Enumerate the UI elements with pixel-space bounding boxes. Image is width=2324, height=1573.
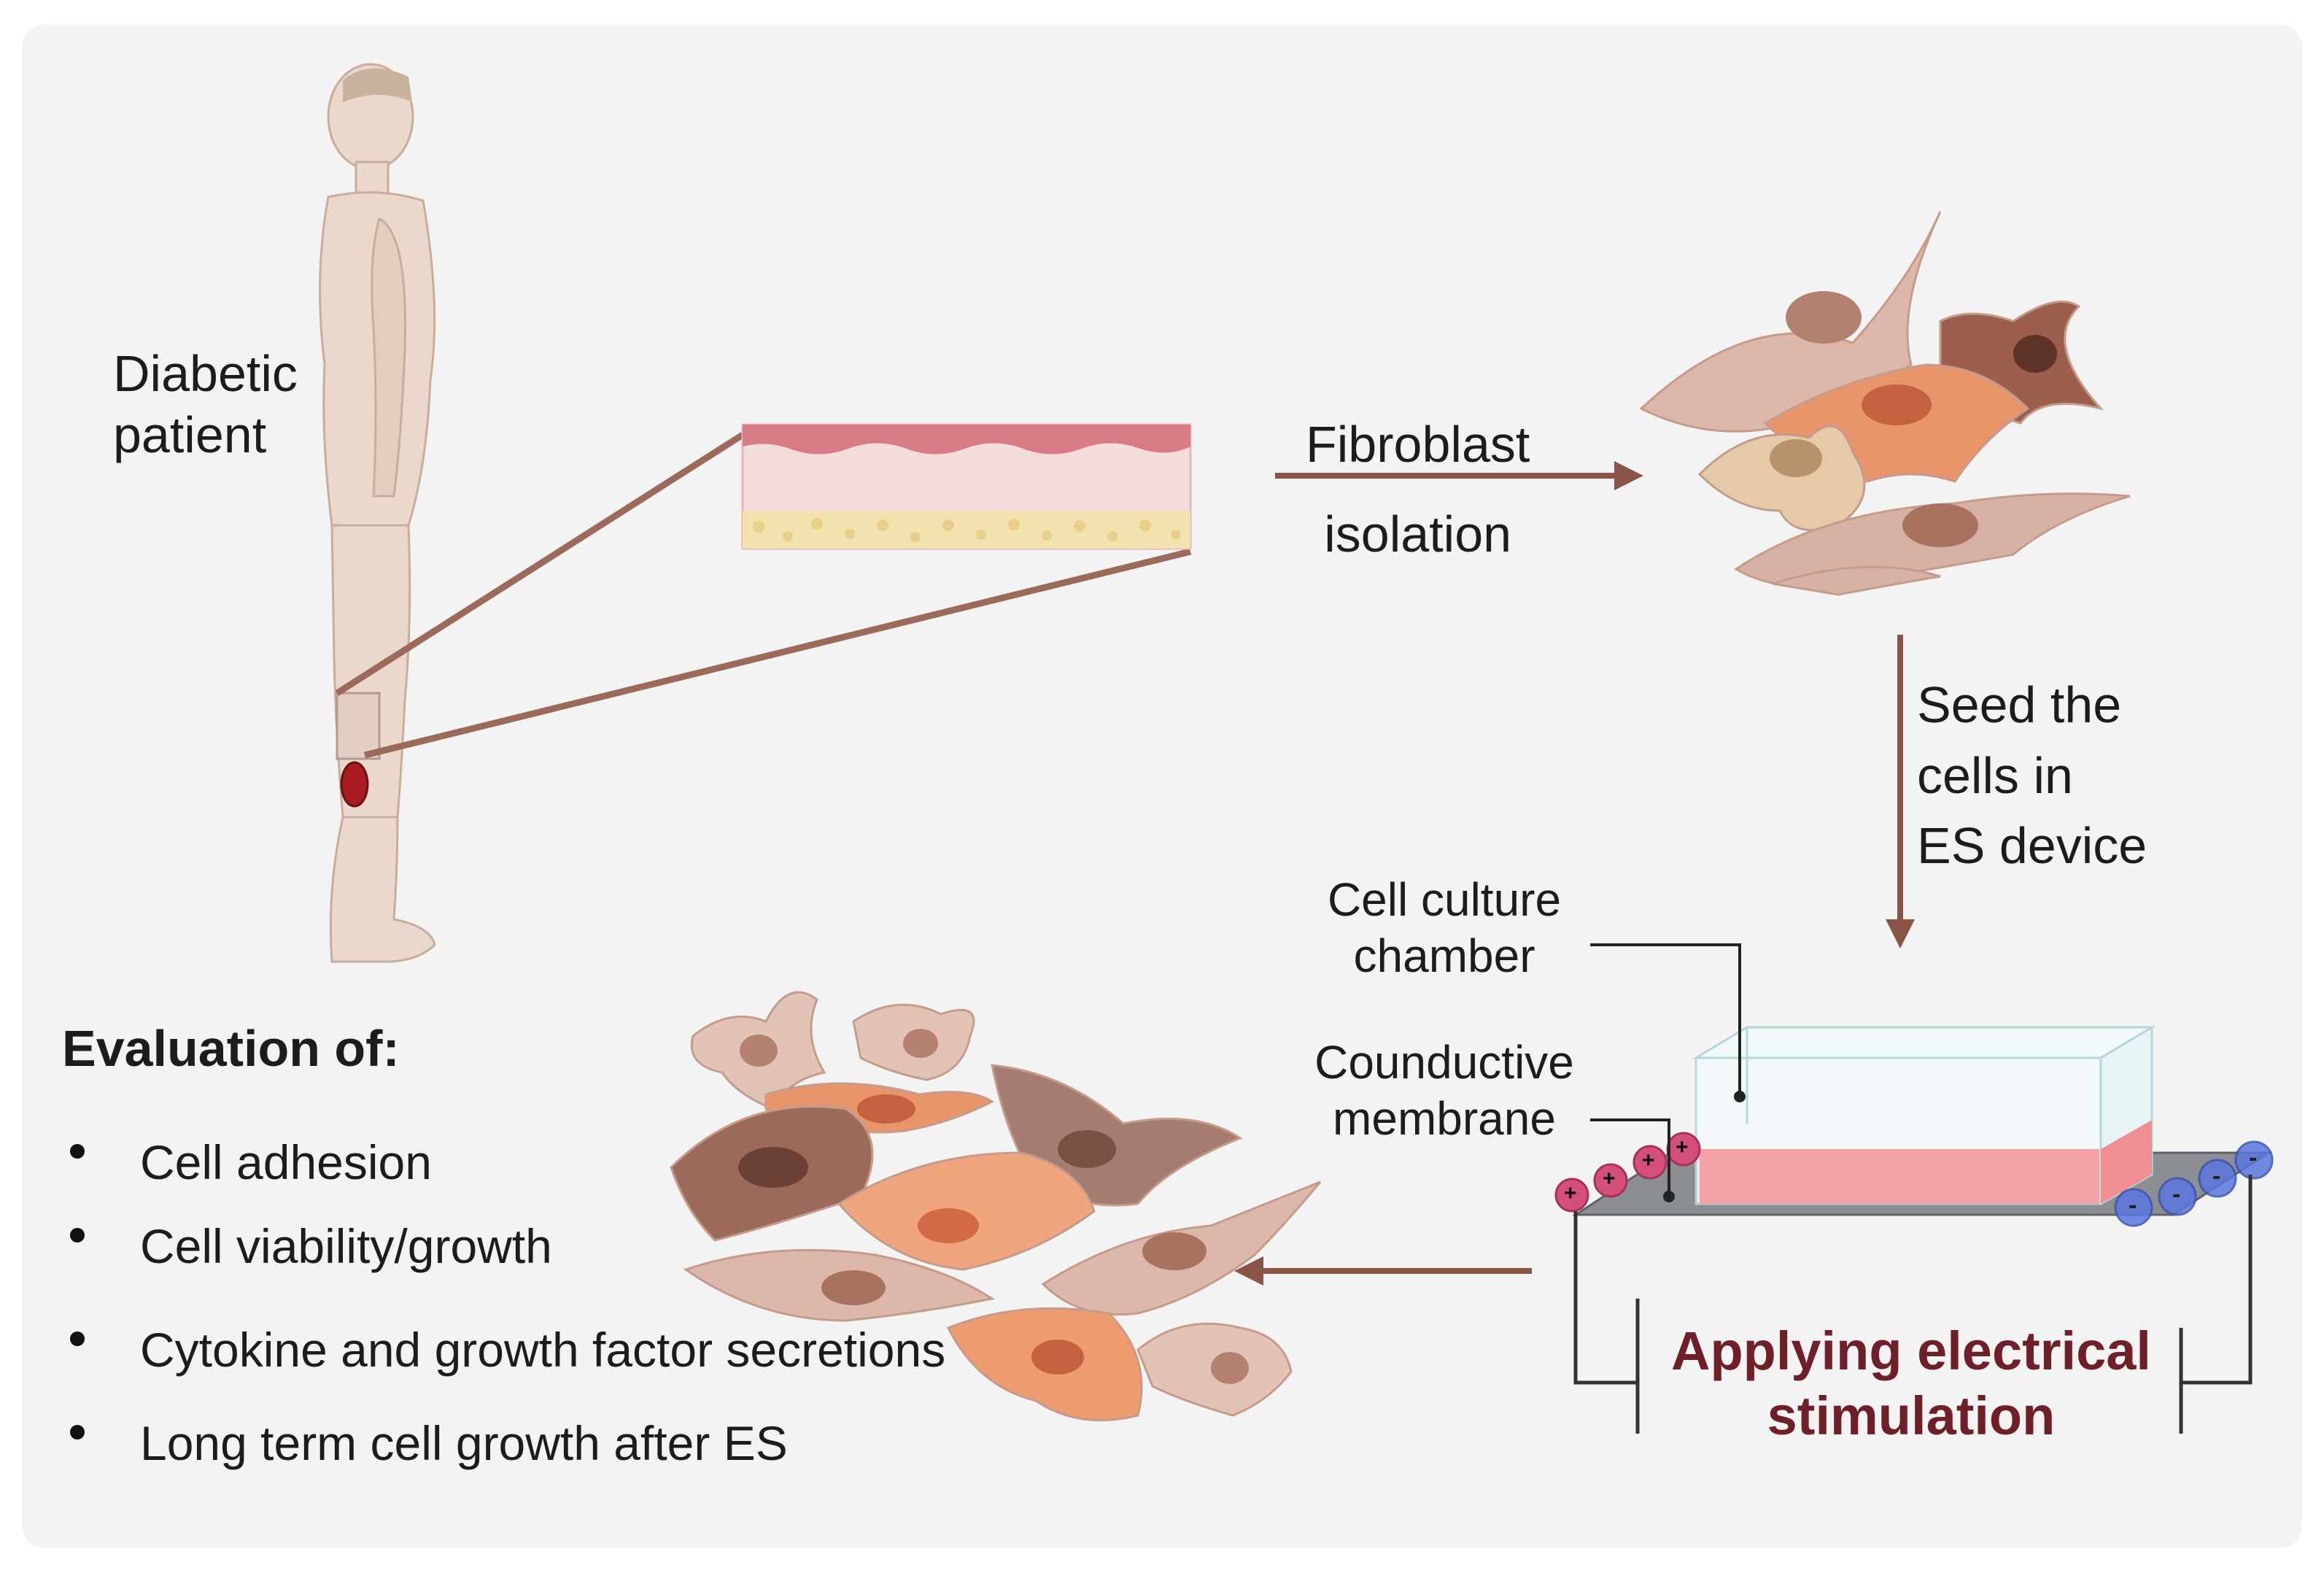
- plus-sign-3: +: [1642, 1148, 1655, 1172]
- plus-sign-4: +: [1676, 1135, 1689, 1159]
- chamber-label: Cell culture chamber: [1306, 872, 1583, 984]
- seed-cells-line1: Seed the: [1917, 676, 2122, 733]
- fibroblast-isolation-label: Fibroblast isolation: [1306, 400, 1530, 579]
- evaluation-item-2: Cell viability/growth: [140, 1219, 552, 1273]
- fibroblast-isolation-line2: isolation: [1324, 505, 1512, 563]
- es-device-icon: [1554, 943, 2274, 1434]
- evaluation-item-3: Cytokine and growth factor secretions: [140, 1323, 946, 1377]
- plus-sign-1: +: [1564, 1181, 1577, 1205]
- stimulation-label: Applying electrical stimulation: [1649, 1319, 2174, 1449]
- chamber-label-line1: Cell culture: [1327, 873, 1562, 926]
- stimulation-label-line2: stimulation: [1767, 1385, 2056, 1446]
- minus-sign-3: -: [2212, 1162, 2221, 1190]
- seed-cells-line2: cells in: [1917, 746, 2073, 804]
- skin-section-icon: [741, 423, 1192, 550]
- membrane-label-line1: Counductive: [1314, 1036, 1574, 1089]
- evaluation-title: Evaluation of:: [62, 1020, 400, 1077]
- bullet-1: [70, 1144, 85, 1159]
- fibroblast-cluster-bottom-icon: [670, 991, 1322, 1422]
- fibroblast-cluster-top-icon: [1639, 211, 2131, 596]
- zoom-lines: [335, 432, 1192, 759]
- evaluation-item-1: Cell adhesion: [140, 1135, 432, 1189]
- patient-label-line2: patient: [113, 406, 267, 463]
- evaluation-item-4: Long term cell growth after ES: [140, 1416, 788, 1470]
- seed-cells-line3: ES device: [1917, 817, 2147, 875]
- seed-cells-label: Seed the cells in ES device: [1917, 670, 2147, 881]
- bullet-4: [70, 1425, 85, 1439]
- chamber-label-line2: chamber: [1353, 929, 1535, 982]
- minus-sign-1: -: [2129, 1191, 2137, 1219]
- minus-sign-2: -: [2172, 1180, 2181, 1208]
- fibroblast-isolation-line1: Fibroblast: [1306, 416, 1530, 473]
- minus-sign-4: -: [2249, 1144, 2258, 1172]
- plus-sign-2: +: [1603, 1167, 1616, 1191]
- membrane-label: Counductive membrane: [1298, 1035, 1590, 1147]
- patient-label: Diabetic patient: [113, 343, 298, 465]
- membrane-label-line2: membrane: [1333, 1091, 1556, 1145]
- bullet-3: [70, 1332, 85, 1346]
- patient-label-line1: Diabetic: [113, 345, 298, 402]
- stimulation-label-line1: Applying electrical: [1671, 1321, 2151, 1381]
- patient-figure-icon: [319, 63, 436, 963]
- bullet-2: [70, 1228, 85, 1242]
